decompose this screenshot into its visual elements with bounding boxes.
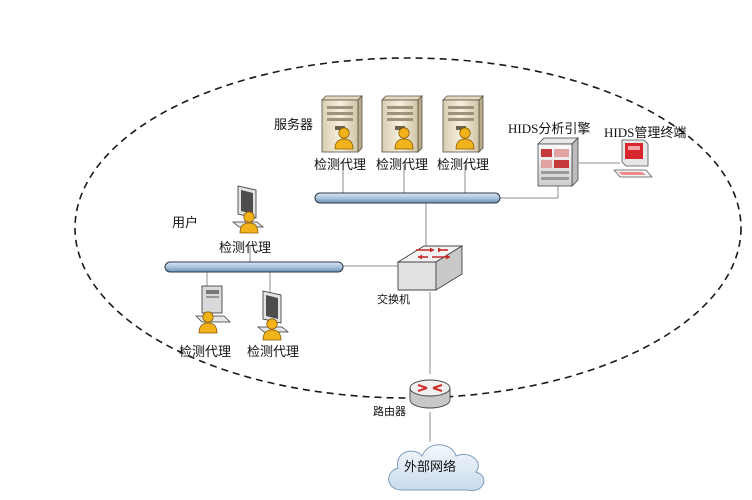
internet-label: 外部网络 bbox=[404, 460, 457, 475]
server-bus bbox=[314, 192, 501, 204]
user-workstation-left bbox=[195, 285, 231, 334]
user-agent-label-3: 检测代理 bbox=[247, 345, 300, 360]
server-1 bbox=[321, 95, 363, 153]
internet-cloud bbox=[388, 444, 485, 492]
users-group-label: 用户 bbox=[172, 216, 199, 231]
servers-group-label: 服务器 bbox=[274, 118, 314, 133]
user-agent-label-1: 检测代理 bbox=[219, 241, 272, 256]
hids-engine-label: HIDS分析引擎 bbox=[508, 121, 591, 136]
switch-icon bbox=[396, 245, 464, 291]
hids-terminal-label: HIDS管理终端 bbox=[604, 125, 687, 140]
router-label: 路由器 bbox=[373, 405, 406, 418]
server-agent-label-3: 检测代理 bbox=[437, 158, 490, 173]
server-agent-label-1: 检测代理 bbox=[314, 158, 367, 173]
server-2 bbox=[381, 95, 423, 153]
user-agent-label-2: 检测代理 bbox=[179, 345, 232, 360]
router-icon bbox=[409, 379, 451, 409]
user-workstation-top bbox=[232, 185, 264, 234]
user-workstation-right bbox=[257, 290, 289, 341]
links bbox=[206, 162, 620, 442]
security-boundary bbox=[74, 57, 742, 399]
hids-terminal-icon bbox=[613, 139, 653, 178]
switch-label: 交换机 bbox=[377, 293, 410, 306]
user-bus bbox=[164, 261, 344, 273]
server-3 bbox=[442, 95, 484, 153]
server-agent-label-2: 检测代理 bbox=[376, 158, 429, 173]
hids-engine-icon bbox=[537, 137, 579, 187]
